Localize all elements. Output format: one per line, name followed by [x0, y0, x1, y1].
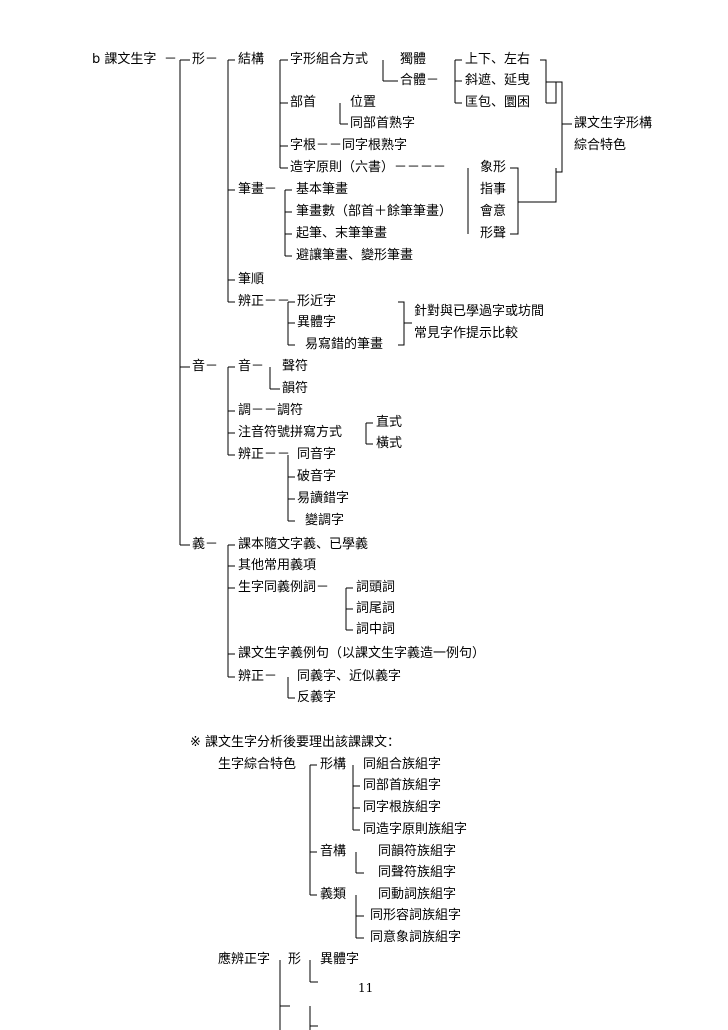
root-label: b 課文生字 — [92, 52, 157, 67]
node-tongyizi: 同義字、近似義字 — [297, 669, 402, 684]
root-dash: － — [164, 52, 178, 67]
node-kuangbao: 匡包、圜困 — [465, 95, 531, 110]
node-qibi: 起筆、末筆筆畫 — [296, 226, 388, 241]
node-huiyi: 會意 — [480, 204, 507, 219]
summary-line1: 課文生字形構 — [574, 116, 653, 131]
node-yilei: 義類 — [320, 887, 347, 902]
node-biandiao: 變調字 — [305, 513, 345, 528]
note-zhendui-2: 常見字作提示比較 — [414, 326, 519, 341]
node-liju: 課文生字義例句（以課文生字義造一例句） — [238, 646, 486, 661]
node-v3: 同意象詞族組字 — [370, 930, 462, 945]
node-v1: 同動詞族組字 — [378, 887, 457, 902]
node-yin2: 音－ — [238, 359, 265, 374]
node-jiben: 基本筆畫 — [296, 182, 349, 197]
node-tongbushou: 同部首熟字 — [350, 116, 416, 131]
node-bianzheng-xing: 辨正－－ — [238, 294, 291, 309]
node-xinggou: 形構 — [320, 757, 347, 772]
node-v2: 同形容詞族組字 — [370, 908, 462, 923]
node-poyin: 破音字 — [297, 469, 337, 484]
node-yingou: 音構 — [320, 844, 347, 859]
node-yiti: 異體字 — [297, 315, 337, 330]
node-weizhi: 位置 — [350, 95, 377, 110]
node-citou: 詞頭詞 — [356, 580, 396, 595]
note-heading: ※ 課文生字分析後要理出該課課文： — [190, 735, 401, 750]
node-cizhong: 詞中詞 — [356, 622, 396, 637]
node-jiegou: 結構 — [238, 52, 265, 67]
node-tongyi-ci: 生字同義例詞－ — [238, 580, 330, 595]
node-g3: 同字根族組字 — [363, 800, 442, 815]
node-kebensui: 課本隨文字義、已學義 — [238, 537, 369, 552]
page-number: 11 — [358, 981, 374, 995]
node-zhishi2: 直式 — [376, 415, 403, 430]
node-xiangxing: 象形 — [480, 160, 507, 175]
node-duti: 獨體 — [400, 52, 427, 67]
node-shangxia: 上下、左右 — [465, 52, 531, 67]
node-yidu: 易讀錯字 — [297, 491, 350, 506]
node-zixing-zuhe: 字形組合方式 — [290, 52, 369, 67]
node-xiezhe: 斜遮、延曳 — [465, 73, 531, 88]
node-bishun: 筆順 — [238, 272, 265, 287]
node-g4: 同造字原則族組字 — [363, 822, 468, 837]
node-xingsheng: 形聲 — [480, 226, 507, 241]
node-shengfu: 聲符 — [282, 359, 309, 374]
node-tongyin: 同音字 — [297, 447, 337, 462]
node-yiti2: 異體字 — [320, 952, 360, 967]
note-zhendui-1: 針對與已學過字或坊間 — [414, 304, 545, 319]
node-yi: 義－ — [192, 537, 219, 552]
node-yunfu: 韻符 — [282, 381, 309, 396]
node-yixiecuo: 易寫錯的筆畫 — [305, 337, 384, 352]
node-hengshi: 橫式 — [376, 436, 403, 451]
node-y1: 同韻符族組字 — [378, 844, 457, 859]
node-y2: 同聲符族組字 — [378, 865, 457, 880]
node-diao: 調－－調符 — [238, 403, 304, 418]
summary-line2: 綜合特色 — [574, 138, 627, 153]
node-qita: 其他常用義項 — [238, 558, 317, 573]
node-bianzheng-yin: 辨正－－ — [238, 447, 291, 462]
node-yingbian: 應辨正字 — [218, 952, 271, 967]
node-zhishi: 指事 — [480, 182, 507, 197]
node-zaozi: 造字原則（六書）－－－－ — [290, 160, 447, 175]
node-bihua: 筆畫－ — [238, 182, 278, 197]
node-zonghe: 生字綜合特色 — [218, 757, 297, 772]
node-xing: 形－ — [192, 52, 219, 67]
node-yin: 音－ — [192, 359, 219, 374]
node-g2: 同部首族組字 — [363, 778, 442, 793]
node-bianzheng-yi: 辨正－ — [238, 669, 278, 684]
node-xing3: 形 — [288, 952, 302, 967]
node-zigen: 字根－－同字根熟字 — [290, 138, 408, 153]
node-fanyi: 反義字 — [297, 690, 337, 705]
node-xingjin: 形近字 — [297, 294, 337, 309]
node-g1: 同組合族組字 — [363, 757, 442, 772]
node-bushou: 部首 — [290, 95, 317, 110]
node-ciwei: 詞尾詞 — [356, 601, 396, 616]
node-birang: 避讓筆畫、變形筆畫 — [296, 248, 414, 263]
node-heti: 合體－ — [400, 73, 440, 88]
node-zhuyin: 注音符號拼寫方式 — [238, 425, 343, 440]
node-bihuashu: 筆畫數（部首＋餘筆筆畫） — [296, 204, 453, 219]
